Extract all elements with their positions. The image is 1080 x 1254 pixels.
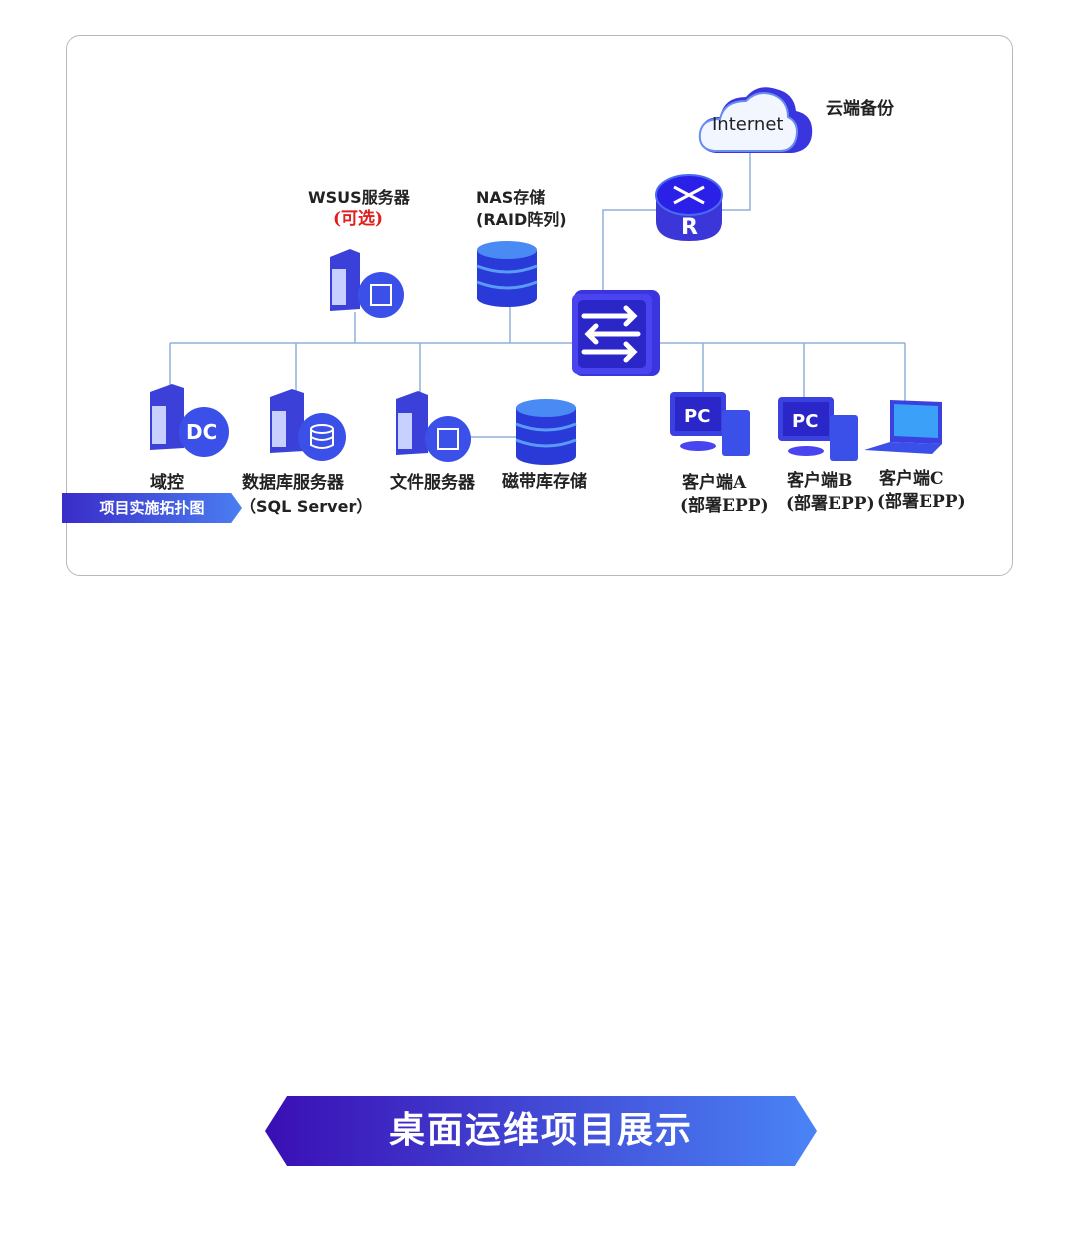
client-a-label: 客户端A — [682, 473, 747, 493]
database-server-icon — [270, 389, 346, 461]
cloud-backup-label: 云端备份 — [826, 99, 894, 119]
pc-badge-b: PC — [792, 411, 819, 432]
wsus-server-icon — [330, 249, 404, 318]
topology-tag: 项目实施拓扑图 — [62, 493, 242, 523]
pc-icon — [778, 397, 858, 461]
db-server-label: 数据库服务器 — [242, 473, 344, 493]
pc-badge-a: PC — [684, 406, 711, 427]
client-a-note: (部署EPP) — [680, 496, 769, 516]
client-c-note: (部署EPP) — [877, 492, 966, 512]
client-b-note: (部署EPP) — [786, 494, 875, 514]
sql-server-label: （SQL Server） — [240, 497, 373, 516]
nas-raid-label: (RAID阵列) — [476, 210, 567, 229]
dc-badge: DC — [186, 420, 218, 444]
router-letter: R — [681, 215, 698, 240]
tape-library-icon — [515, 399, 577, 465]
router-icon — [655, 174, 723, 241]
internet-label: Internet — [712, 114, 784, 135]
domain-controller-icon — [150, 384, 229, 457]
wsus-optional-label: (可选) — [333, 209, 384, 229]
cloud-icon — [698, 87, 813, 153]
file-server-icon — [396, 391, 471, 462]
dc-label: 域控 — [150, 473, 184, 493]
topology-card — [66, 35, 1013, 576]
nas-label: NAS存储 — [476, 188, 546, 207]
switch-icon — [572, 290, 660, 376]
laptop-icon — [864, 400, 942, 454]
client-b-label: 客户端B — [787, 471, 853, 491]
client-c-label: 客户端C — [879, 469, 944, 489]
file-server-label: 文件服务器 — [390, 473, 475, 493]
nas-storage-icon — [476, 241, 538, 307]
tape-label: 磁带库存储 — [502, 472, 587, 492]
connection-lines — [169, 152, 906, 438]
section-banner: 桌面运维项目展示 — [265, 1096, 817, 1166]
pc-icon — [670, 392, 750, 456]
wsus-label: WSUS服务器 — [308, 188, 410, 207]
